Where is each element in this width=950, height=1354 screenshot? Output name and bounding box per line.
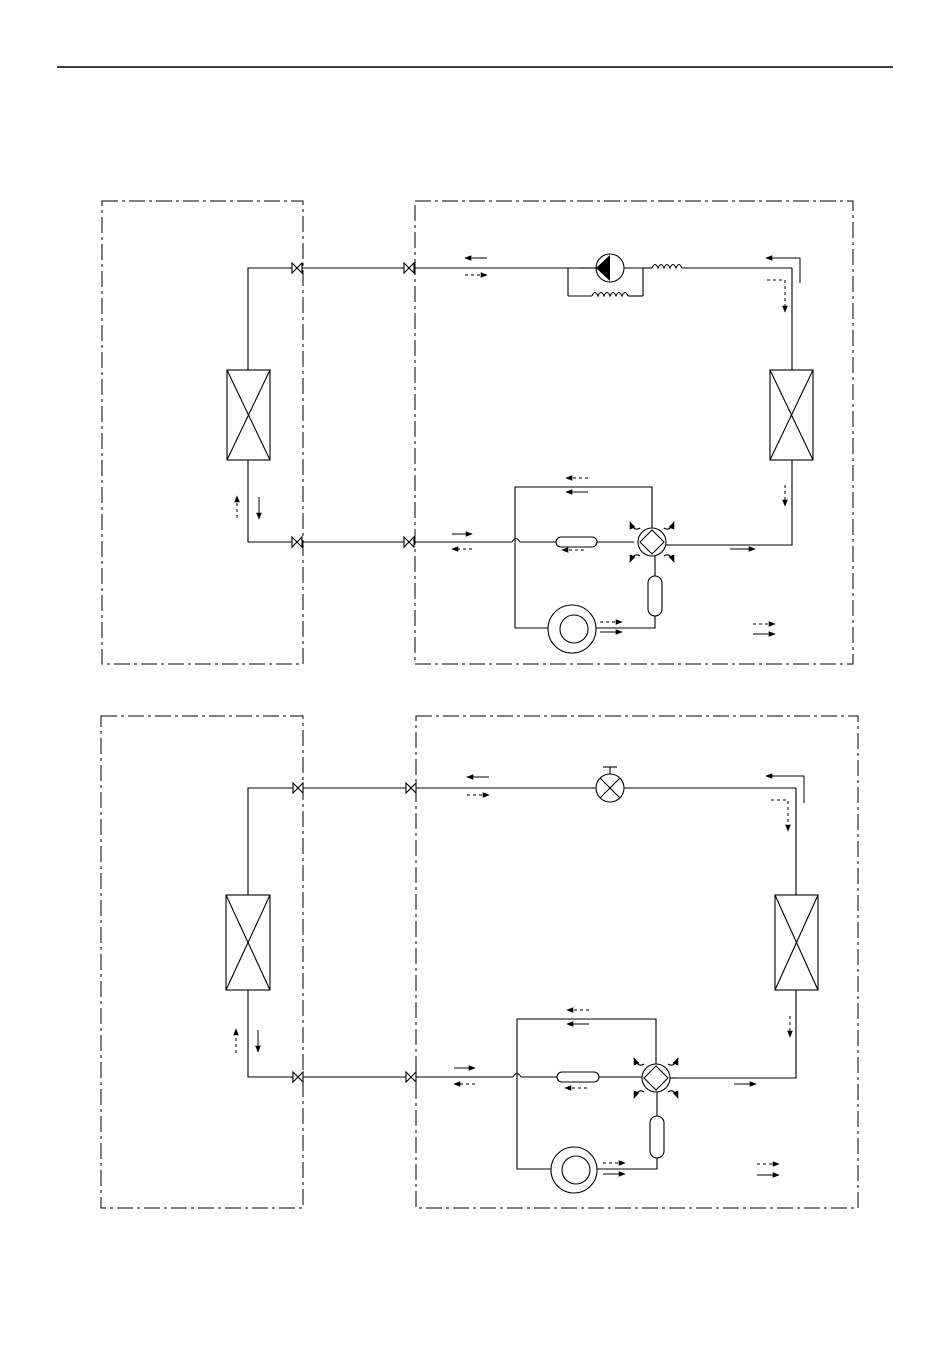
stop-valve-icon xyxy=(293,783,416,1082)
expansion-valve-icon xyxy=(596,767,624,802)
flow-arrows xyxy=(237,258,800,632)
muffler-icon xyxy=(557,1072,599,1082)
stop-valve-icon xyxy=(292,263,414,547)
outdoor-heat-exchanger-icon xyxy=(770,370,813,460)
indoor-heat-exchanger-icon xyxy=(227,370,270,460)
outdoor-heat-exchanger-icon xyxy=(775,895,818,990)
compressor-icon xyxy=(551,1147,597,1193)
outdoor-right-pipe-lower xyxy=(674,990,796,1078)
indoor-unit-boundary xyxy=(101,716,303,1208)
compressor-suction-line xyxy=(515,542,548,628)
compressor-icon xyxy=(548,605,596,653)
accumulator-icon xyxy=(650,1116,664,1158)
muffler-icon xyxy=(556,537,597,547)
compressor-discharge-loop xyxy=(517,1019,656,1077)
indoor-unit-boundary xyxy=(102,201,303,664)
indoor-heat-exchanger-icon xyxy=(226,895,270,990)
compressor-discharge-loop xyxy=(515,487,652,542)
compressor-suction-line xyxy=(517,1077,551,1169)
pipe-crossover xyxy=(512,539,520,543)
outdoor-right-pipe-lower xyxy=(670,460,792,545)
diagram-bottom xyxy=(101,716,858,1208)
check-valve-icon xyxy=(580,254,643,282)
legend-arrows xyxy=(753,624,775,634)
accumulator-icon xyxy=(648,576,662,616)
flow-arrows xyxy=(236,776,804,1174)
diagram-top xyxy=(102,201,853,664)
legend-arrows xyxy=(757,1164,779,1175)
